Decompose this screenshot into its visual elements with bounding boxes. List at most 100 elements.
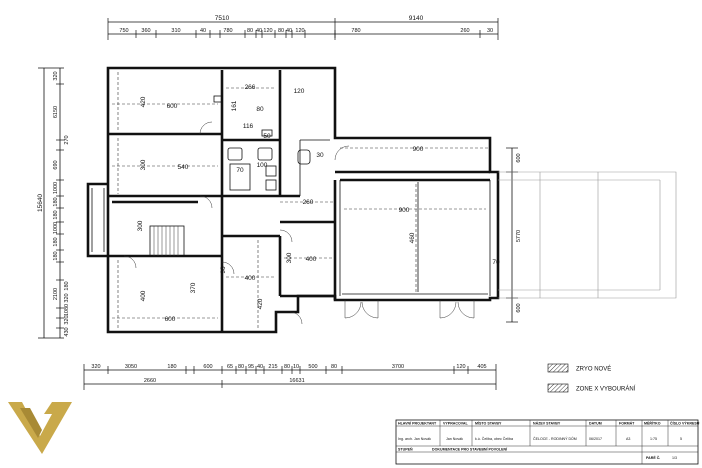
left-dimension-chain: 15640 320 6150 270 690 1000 180 180 1000… [37,67,70,339]
left-segment: 430 [64,327,70,336]
legend-swatch-demolish [547,383,569,393]
tb-header-format: FORMÁT [619,421,635,426]
room-label: 260 [303,199,314,206]
right-dimension-chain: 600 5770 600 [506,147,522,323]
carport-outline [498,171,677,299]
legend-swatch-new [547,363,569,373]
bottom-segment: 215 [268,364,277,370]
left-segment: 320 [64,293,70,302]
room-label: 370 [190,282,197,293]
left-segment: 320 [53,71,59,80]
right-segment: 600 [516,153,522,162]
bottom-partial: 16631 [289,378,304,384]
left-segment: 1080 [64,304,70,316]
tb-value-scale: 1:75 [650,437,657,441]
tb-value-date: 06/2017 [589,437,602,441]
tb-page-value: 1/3 [672,456,677,460]
bottom-segment: 320 [91,364,100,370]
bottom-segment: 3700 [392,364,404,370]
room-label: 400 [306,256,317,263]
left-segment: 180 [53,210,59,219]
tb-stage-value: DOKUMENTACE PRO STAVEBNÍ POVOLENÍ [432,447,508,452]
door-swings [123,121,475,325]
legend: ZRYO NOVÉ ZONE X VYBOURÁNÍ [547,363,636,393]
bottom-segment: 10 [293,364,299,370]
room-label: 600 [167,103,178,110]
tb-page-label: PARÉ Č. [646,455,660,460]
room-label: 120 [294,88,305,95]
top-segment: 310 [171,28,180,34]
room-label: 460 [409,232,416,243]
left-segment: 180 [64,281,70,290]
bottom-segment: 65 [227,364,233,370]
tb-header-project: NÁZEV STAVBY [533,421,561,426]
tb-value-location: k.ú. Čeliba, obec Čeliba [475,436,513,441]
left-segment: 6150 [53,106,59,118]
top-segment: 260 [460,28,469,34]
room-label: 900 [413,146,424,153]
building-walls [86,66,500,334]
top-total-2: 9140 [409,15,424,22]
bottom-segment: 40 [257,364,263,370]
room-label: 400 [140,290,147,301]
staircase [149,225,185,257]
top-segment: 40 [200,28,206,34]
tb-header-date: DATUM [589,422,602,426]
room-label: 100 [257,162,268,169]
top-segment: 80 [247,28,253,34]
legend-label-demolish: ZONE X VYBOURÁNÍ [576,386,636,393]
room-label: 600 [165,316,176,323]
top-segment: 750 [119,28,128,34]
tb-value-format: A3 [626,437,630,441]
tb-header-designer: HLAVNÍ PROJEKTANT [398,421,437,426]
left-segment: 690 [53,160,59,169]
top-total-1: 7510 [215,15,230,22]
tb-header-location: MÍSTO STAVBY [475,421,502,426]
left-segment: 1000 [53,182,59,194]
tb-stage-label: STUPEŇ [398,447,413,452]
bottom-segment: 80 [331,364,337,370]
bottom-segment: 3050 [125,364,137,370]
top-segment: 780 [351,28,360,34]
top-segment: 780 [223,28,232,34]
vj-monogram-logo [8,402,72,454]
room-label: 116 [243,123,254,130]
tb-value-project: ČELOCE - RODINNÝ DŮM [533,436,577,441]
top-segment: 120 [295,28,304,34]
room-labels: 600 420 266 161 80 116 120 50 300 540 70… [137,84,500,323]
left-segment: 180 [53,197,59,206]
title-block: HLAVNÍ PROJEKTANT VYPRACOVAL MÍSTO STAVB… [395,419,700,465]
room-label: 540 [178,164,189,171]
tb-value-author: Jan Novák [446,437,463,441]
bottom-segment: 600 [203,364,212,370]
right-segment: 600 [516,303,522,312]
room-label: 900 [399,207,410,214]
bottom-segment: 80 [284,364,290,370]
room-label: 266 [245,84,256,91]
tb-value-designer: Ing. arch. Jan Novák [398,437,431,441]
legend-label-new: ZRYO NOVÉ [576,366,611,373]
left-segment: 2100 [53,288,59,300]
top-dimension-chain: 7510 9140 750 360 310 40 780 80 40 120 8… [107,15,499,40]
top-segment: 40 [286,28,292,34]
room-label: 420 [257,298,264,309]
room-dimension-lines [112,72,488,328]
room-label: 30 [316,152,324,159]
left-total: 15640 [37,194,44,212]
left-segment: 320 [64,315,70,324]
bottom-partial: 2660 [144,378,156,384]
tb-header-author: VYPRACOVAL [443,422,468,426]
top-segment: 80 [278,28,284,34]
right-segment: 5770 [516,230,522,242]
left-segment: 1000 [53,222,59,234]
room-label: 161 [231,100,238,111]
bottom-segment: 120 [456,364,465,370]
room-label: 90 [220,266,227,274]
room-label: 300 [140,159,147,170]
bottom-segment: 95 [248,364,254,370]
bottom-segment: 80 [238,364,244,370]
room-label: 300 [286,252,293,263]
bottom-segment: 180 [167,364,176,370]
bottom-segment: 405 [477,364,486,370]
